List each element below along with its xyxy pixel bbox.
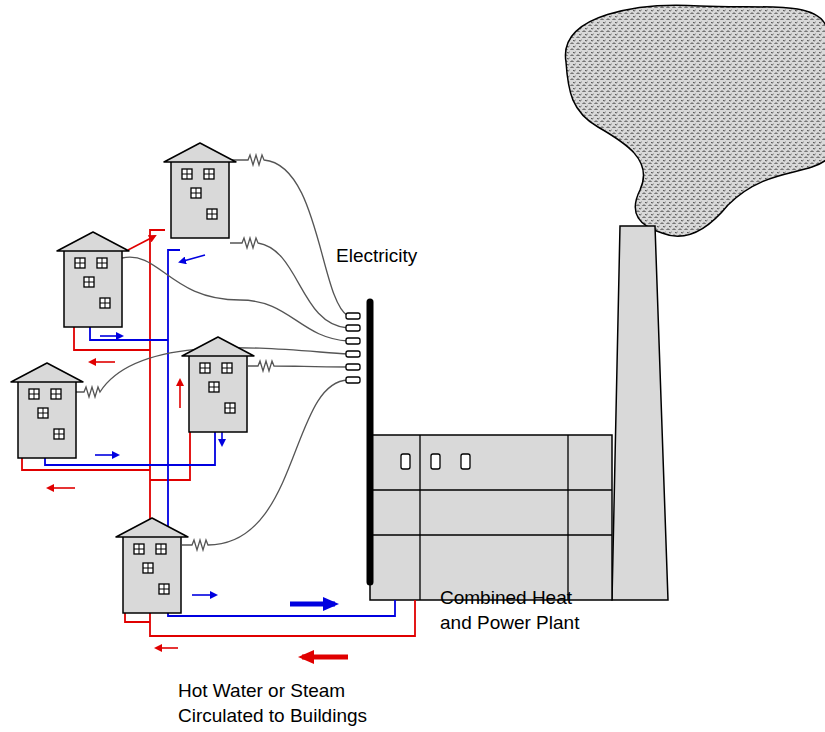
- buildings: [11, 143, 254, 613]
- plant-building: [370, 435, 612, 600]
- return-arrow: [290, 602, 335, 607]
- supply-arrow: [302, 655, 348, 660]
- wire-connectors: [346, 313, 360, 383]
- supply-pipes: [22, 230, 415, 636]
- power-plant: Combined Heat and Power Plant: [370, 435, 612, 600]
- plant-label: Combined Heat and Power Plant: [440, 585, 600, 635]
- electricity-label: Electricity: [336, 243, 466, 268]
- chimney: [612, 226, 668, 600]
- bus-bar: [367, 302, 374, 582]
- smoke-cloud: [565, 5, 825, 236]
- pipe-label: Hot Water or Steam Circulated to Buildin…: [178, 678, 408, 728]
